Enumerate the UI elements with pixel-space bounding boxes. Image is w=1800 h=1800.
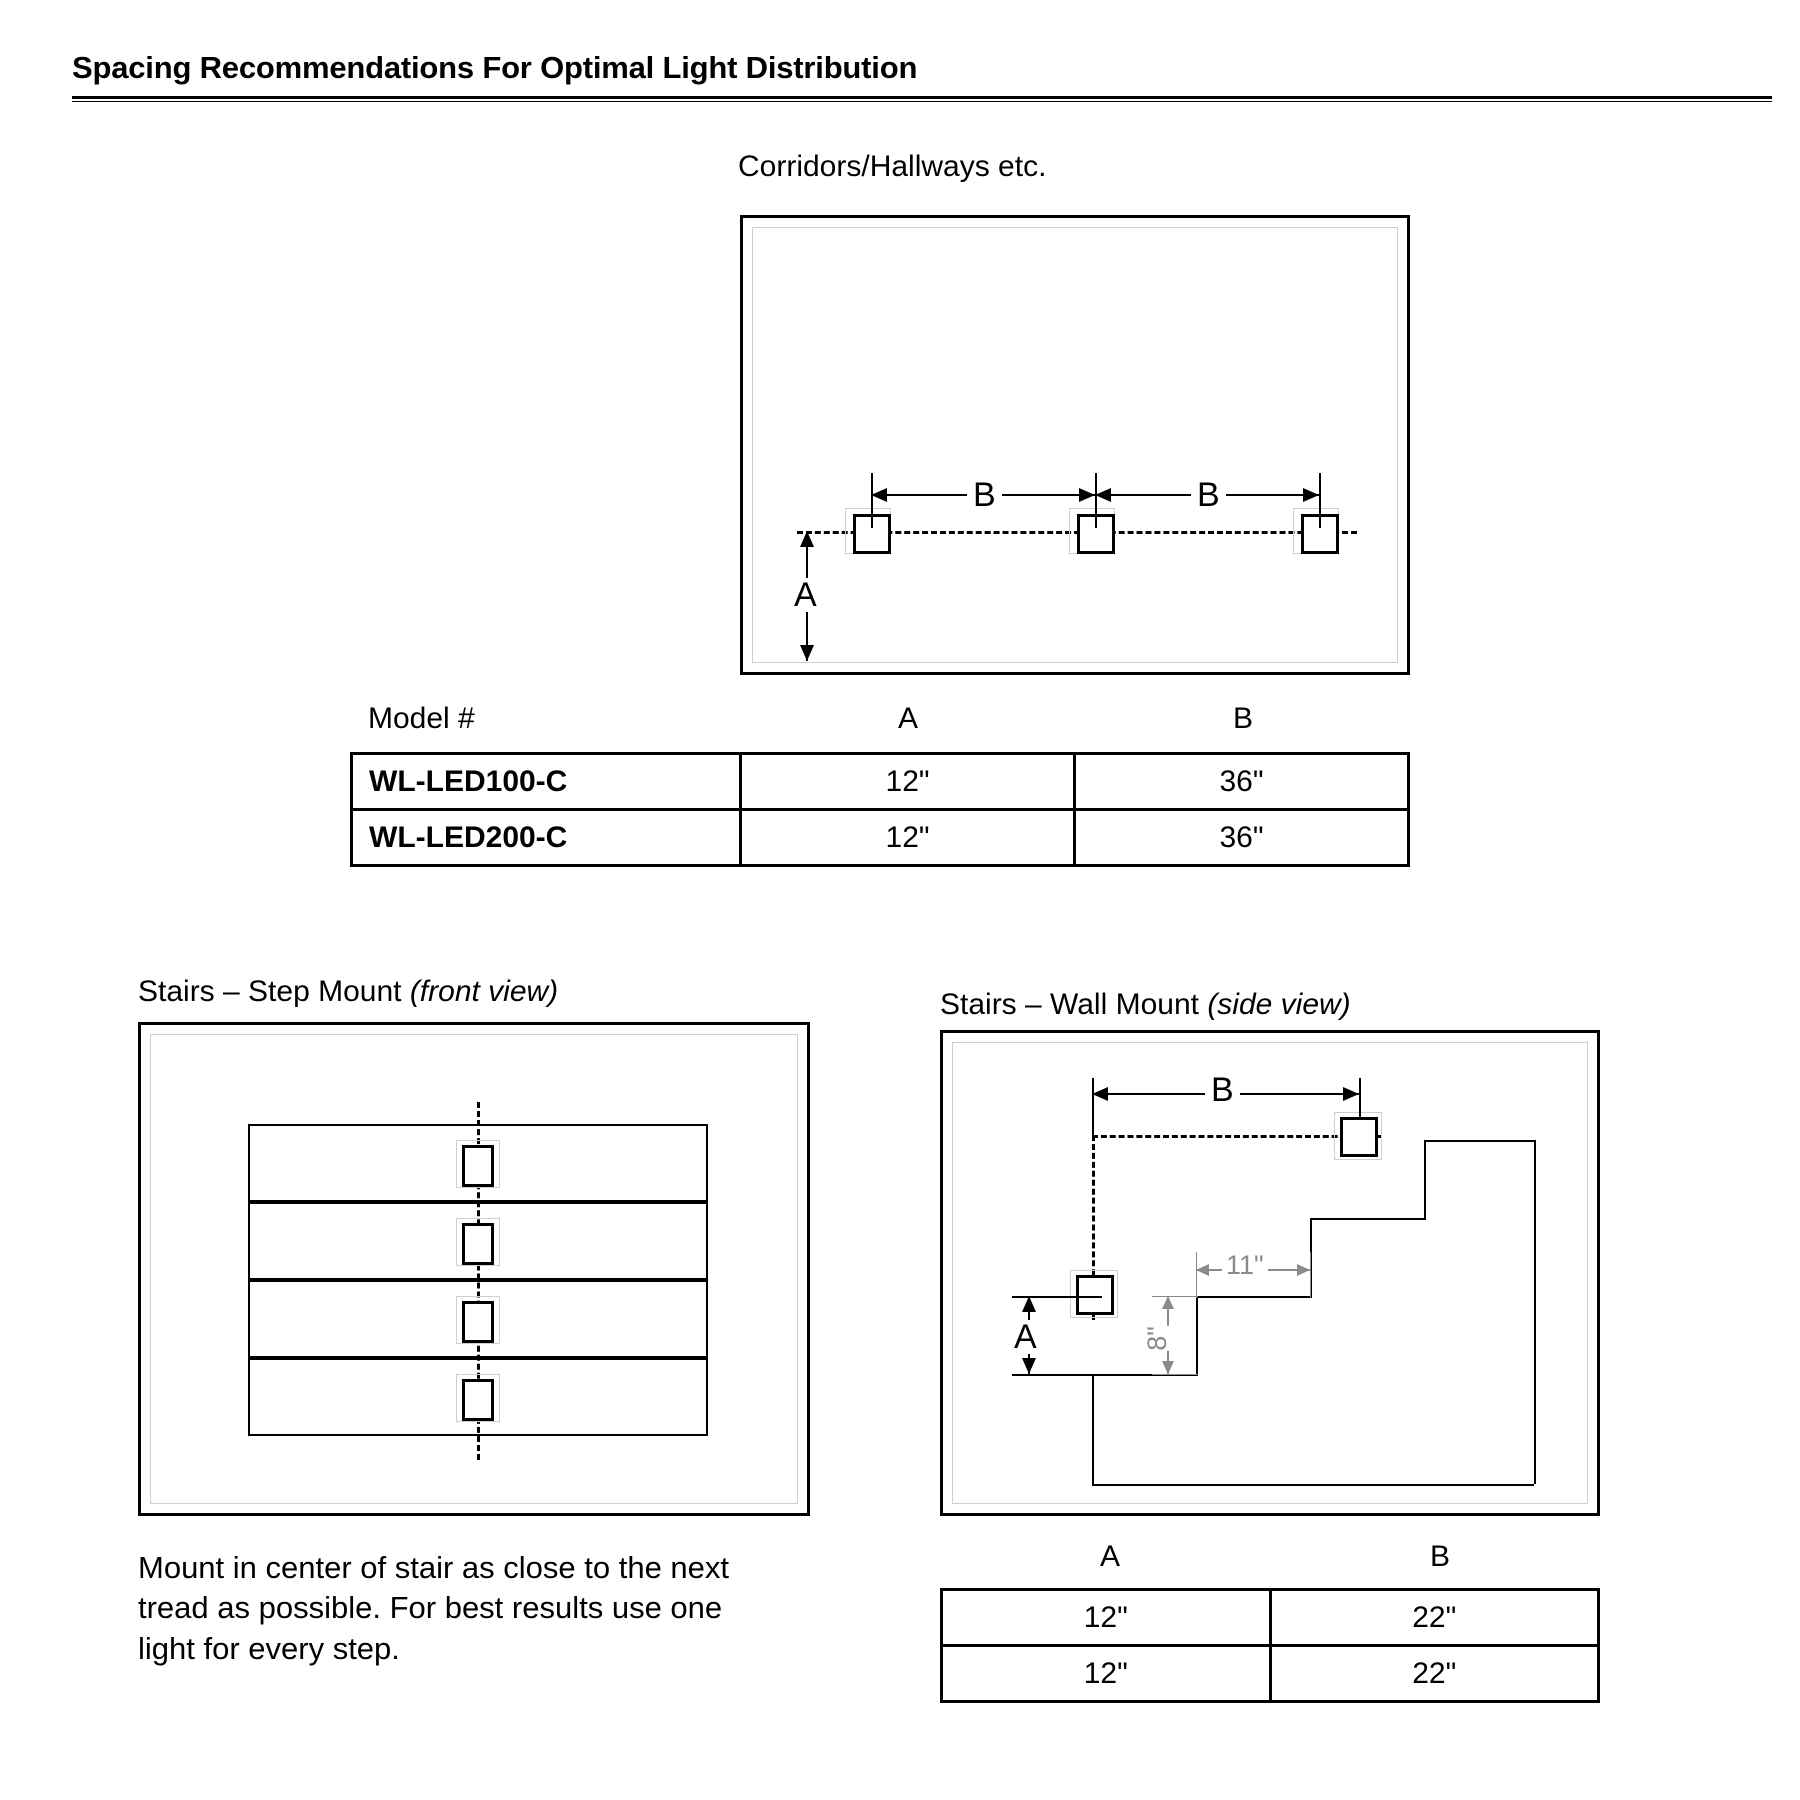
step-mount-heading-italic: (front view) (409, 975, 559, 1008)
wall-fixture-lower (1076, 1275, 1114, 1315)
wall-dim-b-witness-left (1092, 1078, 1094, 1136)
step-fixture-2-ghost (456, 1218, 500, 1266)
corridor-dim-b1-arrow-left (871, 488, 887, 502)
riser-dim-witness-bottom (1152, 1374, 1198, 1375)
corridor-spacing-table: WL-LED100-C 12" 36" WL-LED200-C 12" 36" (349, 752, 1410, 867)
stair-floor-riser (1092, 1374, 1094, 1484)
step-mount-heading-main: Stairs – Step Mount (138, 975, 410, 1008)
corridor-row1-a: 12" (739, 752, 1077, 811)
corridor-dim-b1-arrow-right (1079, 488, 1095, 502)
wall-dim-b-arrow-right (1343, 1087, 1359, 1101)
wall-dim-b-label: B (1205, 1073, 1240, 1107)
table-row: WL-LED200-C 12" 36" (349, 808, 1410, 867)
tread-dim-arrow-left (1196, 1264, 1209, 1276)
riser-dim-arrow-down (1162, 1361, 1174, 1374)
wall-dim-a-arrow-down (1022, 1358, 1036, 1374)
stair-tread-3 (1310, 1218, 1426, 1220)
corridor-row2-model: WL-LED200-C (349, 808, 743, 867)
corridor-dim-a-arrow-down (800, 645, 814, 661)
step-fixture-4-ghost (456, 1374, 500, 1422)
wall-mount-heading-italic: (side view) (1207, 988, 1351, 1021)
corridor-row2-a: 12" (739, 808, 1077, 867)
stair-tread-2 (1196, 1296, 1312, 1298)
wall-mount-spacing-table: 12" 22" 12" 22" (940, 1588, 1600, 1703)
wall-fixture-upper-ghost (1334, 1112, 1382, 1160)
corridor-table-header-a: A (898, 702, 919, 735)
wall-table-header-a: A (1100, 1540, 1121, 1573)
wall-mount-frame (940, 1030, 1600, 1516)
step-fixture-1-ghost (456, 1140, 500, 1188)
corridor-room-frame (740, 215, 1410, 675)
stair-tread-1 (1092, 1374, 1198, 1376)
step-fixture-4 (462, 1379, 494, 1421)
riser-dim-label: 8" (1141, 1326, 1172, 1351)
corridor-row2-b: 36" (1073, 808, 1410, 867)
corridor-witness-3 (1319, 473, 1321, 528)
step-fixture-2 (462, 1223, 494, 1265)
table-row: WL-LED100-C 12" 36" (349, 752, 1410, 811)
wall-table-header-b: B (1430, 1540, 1451, 1573)
corridor-dim-b2-arrow-left (1095, 488, 1111, 502)
step-mount-note: Mount in center of stair as close to the… (138, 1550, 730, 1666)
riser-dim-witness-top (1152, 1296, 1198, 1297)
step-fixture-3 (462, 1301, 494, 1343)
page-title: Spacing Recommendations For Optimal Ligh… (72, 50, 918, 85)
title-divider-secondary (72, 101, 1772, 102)
tread-dim-arrow-right (1297, 1264, 1310, 1276)
wall-dim-b-arrow-left (1092, 1087, 1108, 1101)
stair-riser-1 (1196, 1296, 1198, 1374)
wall-row2-b: 22" (1268, 1644, 1600, 1703)
wall-mount-heading: Stairs – Wall Mount (side view) (940, 988, 1351, 1022)
corridor-row1-model: WL-LED100-C (349, 752, 743, 811)
tread-dim-witness-right (1310, 1252, 1311, 1298)
wall-dim-a-label: A (1008, 1320, 1043, 1354)
wall-dim-b-witness-right (1359, 1078, 1361, 1120)
corridor-dim-b2-label: B (1191, 478, 1226, 512)
corridor-dim-b1-label: B (967, 478, 1002, 512)
wall-fixture-lower-ghost (1070, 1270, 1118, 1318)
table-row: 12" 22" (940, 1588, 1600, 1647)
corridor-row1-b: 36" (1073, 752, 1410, 811)
corridor-dim-b2-arrow-right (1303, 488, 1319, 502)
wall-dim-a-arrow-up (1022, 1296, 1036, 1312)
corridor-dim-a-label: A (788, 578, 823, 612)
wall-mount-heading-main: Stairs – Wall Mount (940, 988, 1208, 1021)
riser-dim-arrow-up (1162, 1296, 1174, 1309)
wall-dim-a-witness-bottom (1012, 1374, 1102, 1376)
wall-mount-horizontal-reference (1092, 1135, 1382, 1138)
stair-back-wall (1534, 1140, 1536, 1484)
stair-floor (1092, 1484, 1534, 1486)
step-mount-centerline (477, 1102, 480, 1460)
wall-dim-a-witness-top (1012, 1296, 1102, 1298)
stair-riser-2 (1310, 1218, 1312, 1296)
wall-fixture-upper (1340, 1117, 1378, 1157)
corridor-dim-a-arrow-up (800, 531, 814, 547)
wall-row2-a: 12" (940, 1644, 1272, 1703)
corridor-table-header-b: B (1233, 702, 1254, 735)
wall-mount-vertical-reference (1092, 1135, 1095, 1320)
step-mount-heading: Stairs – Step Mount (front view) (138, 975, 558, 1009)
step-fixture-1 (462, 1145, 494, 1187)
wall-row1-a: 12" (940, 1588, 1272, 1647)
tread-dim-label: 11" (1222, 1252, 1268, 1279)
stair-landing-top (1424, 1140, 1534, 1142)
title-divider (72, 96, 1772, 99)
corridor-table-header-model: Model # (368, 702, 475, 735)
step-fixture-3-ghost (456, 1296, 500, 1344)
table-row: 12" 22" (940, 1644, 1600, 1703)
wall-row1-b: 22" (1268, 1588, 1600, 1647)
stair-riser-3 (1424, 1140, 1426, 1218)
corridor-section-heading: Corridors/Hallways etc. (738, 150, 1047, 183)
